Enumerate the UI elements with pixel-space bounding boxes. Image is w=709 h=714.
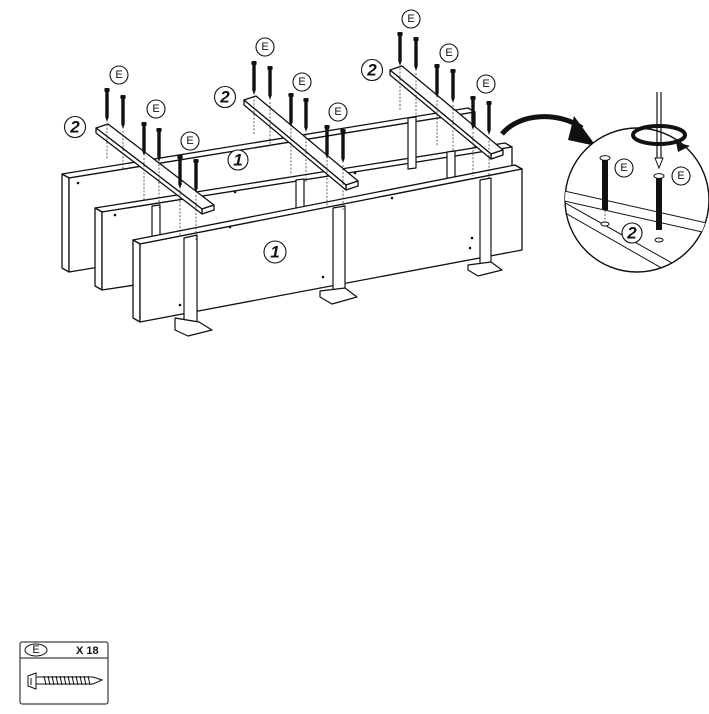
screw xyxy=(303,98,309,132)
front-panel-number: 1 xyxy=(263,240,287,264)
svg-text:1: 1 xyxy=(270,243,279,262)
svg-text:E: E xyxy=(620,162,627,174)
svg-text:E: E xyxy=(298,76,305,88)
middle-panel-number: 1 xyxy=(227,149,249,171)
svg-text:E: E xyxy=(261,41,268,53)
front-leg-center xyxy=(319,205,358,305)
screw-group-left xyxy=(104,88,199,240)
screw-callout: E xyxy=(292,72,312,92)
crossbar-right xyxy=(389,65,504,160)
screw-callout: E xyxy=(401,9,421,29)
screw-callout: E xyxy=(255,37,275,57)
screw-callout: E xyxy=(476,74,496,94)
svg-text:E: E xyxy=(407,13,414,25)
svg-text:E: E xyxy=(186,135,193,147)
svg-text:2: 2 xyxy=(69,118,80,137)
legend-quantity: X 18 xyxy=(76,645,99,657)
svg-text:E: E xyxy=(677,170,684,182)
screw xyxy=(120,95,126,129)
svg-text:E: E xyxy=(32,644,39,656)
detail-view: E E 2 xyxy=(564,92,709,273)
screw xyxy=(450,69,456,103)
screw xyxy=(251,61,257,95)
curved-arrow-icon xyxy=(500,114,596,146)
crossbar-middle xyxy=(243,95,359,191)
svg-text:E: E xyxy=(334,106,341,118)
screw-callout: E xyxy=(671,166,691,186)
screw-callout: E xyxy=(328,102,348,122)
svg-text:E: E xyxy=(152,103,159,115)
legend-letter-tag: E xyxy=(24,643,48,657)
front-panel xyxy=(132,164,523,323)
screw xyxy=(486,101,492,135)
screw-group-right xyxy=(397,32,492,180)
screw xyxy=(288,93,294,127)
front-leg-right xyxy=(467,177,503,277)
screw-callout: E xyxy=(146,99,166,119)
rotate-arrow-icon xyxy=(631,124,690,152)
detail-screw xyxy=(653,173,665,243)
front-leg-left xyxy=(174,234,213,337)
svg-text:2: 2 xyxy=(626,224,637,243)
screw xyxy=(267,66,273,100)
detail-screw xyxy=(599,155,611,227)
crossbar-right-number: 2 xyxy=(360,58,384,82)
screw-callout: E xyxy=(614,158,634,178)
crossbar-left-number: 2 xyxy=(63,115,87,139)
svg-text:E: E xyxy=(115,69,122,81)
screw xyxy=(397,32,403,66)
screw-callout: E xyxy=(180,131,200,151)
screw xyxy=(104,88,110,122)
screw-callout: E xyxy=(439,43,459,63)
legend-screw-icon xyxy=(27,672,104,690)
svg-text:E: E xyxy=(445,47,452,59)
crossbar-left xyxy=(95,123,215,215)
screw-callout: E xyxy=(109,65,129,85)
svg-text:1: 1 xyxy=(233,151,242,170)
svg-text:2: 2 xyxy=(366,61,377,80)
svg-text:E: E xyxy=(482,78,489,90)
parts-legend: E X 18 xyxy=(19,641,109,705)
screw xyxy=(156,128,162,162)
screw-group-middle xyxy=(251,61,346,210)
back-leg-right xyxy=(407,116,417,170)
svg-text:2: 2 xyxy=(219,88,230,107)
detail-crossbar-number: 2 xyxy=(621,222,643,244)
screw xyxy=(413,37,419,71)
crossbar-middle-number: 2 xyxy=(213,85,237,109)
